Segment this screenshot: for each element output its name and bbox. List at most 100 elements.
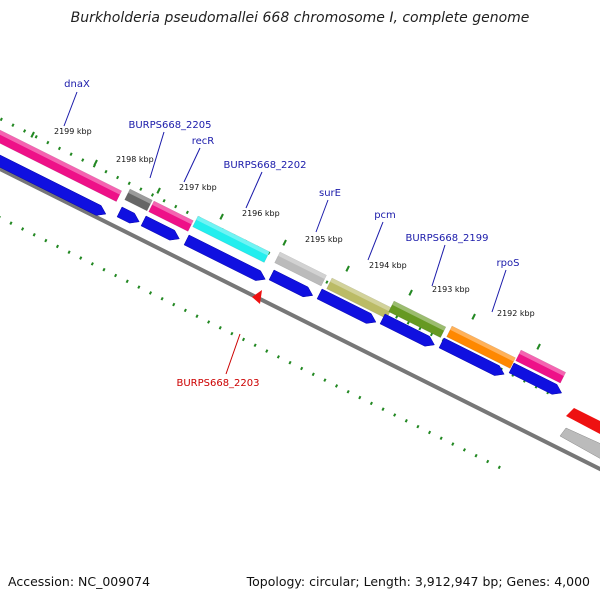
scale-label: 2195 kbp: [305, 235, 343, 244]
scale-tick: [90, 262, 94, 266]
feature-reverse-red: [566, 408, 600, 434]
scale-tick: [474, 453, 478, 458]
feature-pink-end[interactable]: [515, 349, 567, 384]
scale-tick: [346, 389, 350, 394]
scale-tick: [207, 320, 211, 324]
gene-label-rpos: rpoS: [497, 258, 520, 269]
gene-label-burps668-2199: BURPS668_2199: [405, 233, 488, 244]
feature-burps668-2205[interactable]: [124, 188, 153, 212]
scale-tick: [334, 384, 339, 388]
scale-tick: [325, 280, 329, 284]
feature-burps668-2202[interactable]: [192, 215, 270, 263]
gene-label-burps668-2203: BURPS668_2203: [176, 378, 259, 389]
leader-line: [183, 147, 201, 183]
scale-tick: [104, 169, 108, 174]
scale-tick: [462, 448, 466, 452]
labels: dnaX BURPS668_2205 recR BURPS668_2202 su…: [54, 79, 535, 389]
scale-tick-major: [536, 343, 541, 350]
scale-tick-major: [156, 187, 161, 194]
feature-rpos[interactable]: [446, 325, 516, 369]
scale-tick: [311, 372, 315, 377]
scale-tick: [276, 355, 280, 359]
scale-tick: [416, 424, 420, 429]
scale-label: 2198 kbp: [116, 155, 154, 164]
feature-recr[interactable]: [148, 200, 194, 232]
cds-arrow[interactable]: [379, 313, 435, 347]
scale-tick: [67, 250, 71, 255]
scale-tick-major: [408, 289, 413, 296]
scale-tick: [125, 279, 129, 284]
scale-tick: [427, 430, 432, 435]
scale-tick: [429, 332, 434, 337]
map-title: Burkholderia pseudomallei 668 chromosome…: [70, 10, 530, 26]
gene-label-burps668-2202: BURPS668_2202: [223, 160, 306, 171]
scale-tick: [81, 158, 85, 162]
scale-tick: [497, 465, 501, 470]
cds-arrow[interactable]: [140, 215, 180, 241]
leader-line: [149, 131, 165, 179]
feature-highlight: [152, 201, 194, 225]
cds-arrow[interactable]: [116, 206, 140, 224]
scale-tick: [406, 321, 410, 325]
scale-tick: [79, 256, 83, 260]
leader-line: [245, 171, 263, 209]
feature-highlight: [278, 252, 327, 280]
scale-tick: [172, 302, 176, 307]
cds-arrow[interactable]: [0, 151, 107, 216]
feature-highlight: [392, 301, 446, 331]
scale-tick: [393, 413, 397, 417]
scale-tick: [174, 204, 178, 209]
scale-label: 2197 kbp: [179, 183, 217, 192]
footer-stats: Topology: circular; Length: 3,912,947 bp…: [246, 574, 590, 589]
scale-tick: [150, 193, 155, 197]
scale-tick: [46, 140, 50, 145]
scale-tick: [32, 232, 36, 237]
scale-tick: [265, 349, 269, 353]
scale-tick-major: [30, 131, 35, 138]
scale-tick: [218, 326, 222, 330]
scale-tick: [21, 227, 25, 231]
feature-highlight: [0, 130, 122, 195]
scale-tick: [486, 459, 490, 464]
scale-tick: [127, 181, 131, 186]
scale-tick-major: [345, 265, 350, 272]
scale-tick: [241, 337, 246, 342]
scale-tick: [418, 326, 422, 331]
scale-tick: [0, 117, 3, 122]
cds-arrow[interactable]: [438, 337, 505, 376]
backbone-line: [0, 166, 600, 472]
scale-tick: [195, 314, 199, 318]
cds-arrow[interactable]: [316, 288, 377, 324]
cds-arrow[interactable]: [508, 362, 563, 395]
scale-tick: [44, 238, 48, 243]
scale-tick-major: [282, 239, 287, 246]
scale-tick: [253, 343, 257, 348]
scale-tick: [451, 442, 455, 446]
feature-burps668-2199[interactable]: [388, 300, 447, 339]
scale-tick-major: [93, 159, 98, 166]
feature-highlight: [330, 278, 392, 312]
scale-tick: [300, 366, 304, 371]
feature-reverse-grey: [559, 427, 600, 459]
scale-label: 2194 kbp: [369, 261, 407, 270]
scale-label: 2196 kbp: [242, 209, 280, 218]
scale-tick: [395, 315, 399, 319]
scale-tick: [288, 360, 292, 365]
gene-label-burps668-2205: BURPS668_2205: [128, 120, 211, 131]
feature-highlight: [196, 216, 270, 256]
cds-arrow[interactable]: [183, 234, 266, 281]
scale-tick: [439, 436, 443, 441]
scale-tick: [11, 123, 15, 127]
feature-burps668-2203: [252, 290, 262, 304]
scale-tick: [230, 331, 234, 336]
gene-features[interactable]: [0, 126, 600, 464]
scale-tick: [404, 419, 408, 423]
gene-label-recr: recR: [192, 136, 215, 147]
feature-dnax[interactable]: [0, 126, 123, 202]
gene-label-pcm: pcm: [374, 210, 396, 221]
scale-tick: [148, 291, 153, 295]
cds-arrow[interactable]: [268, 269, 314, 298]
feature-sure[interactable]: [274, 251, 327, 287]
scale-tick: [23, 129, 27, 133]
